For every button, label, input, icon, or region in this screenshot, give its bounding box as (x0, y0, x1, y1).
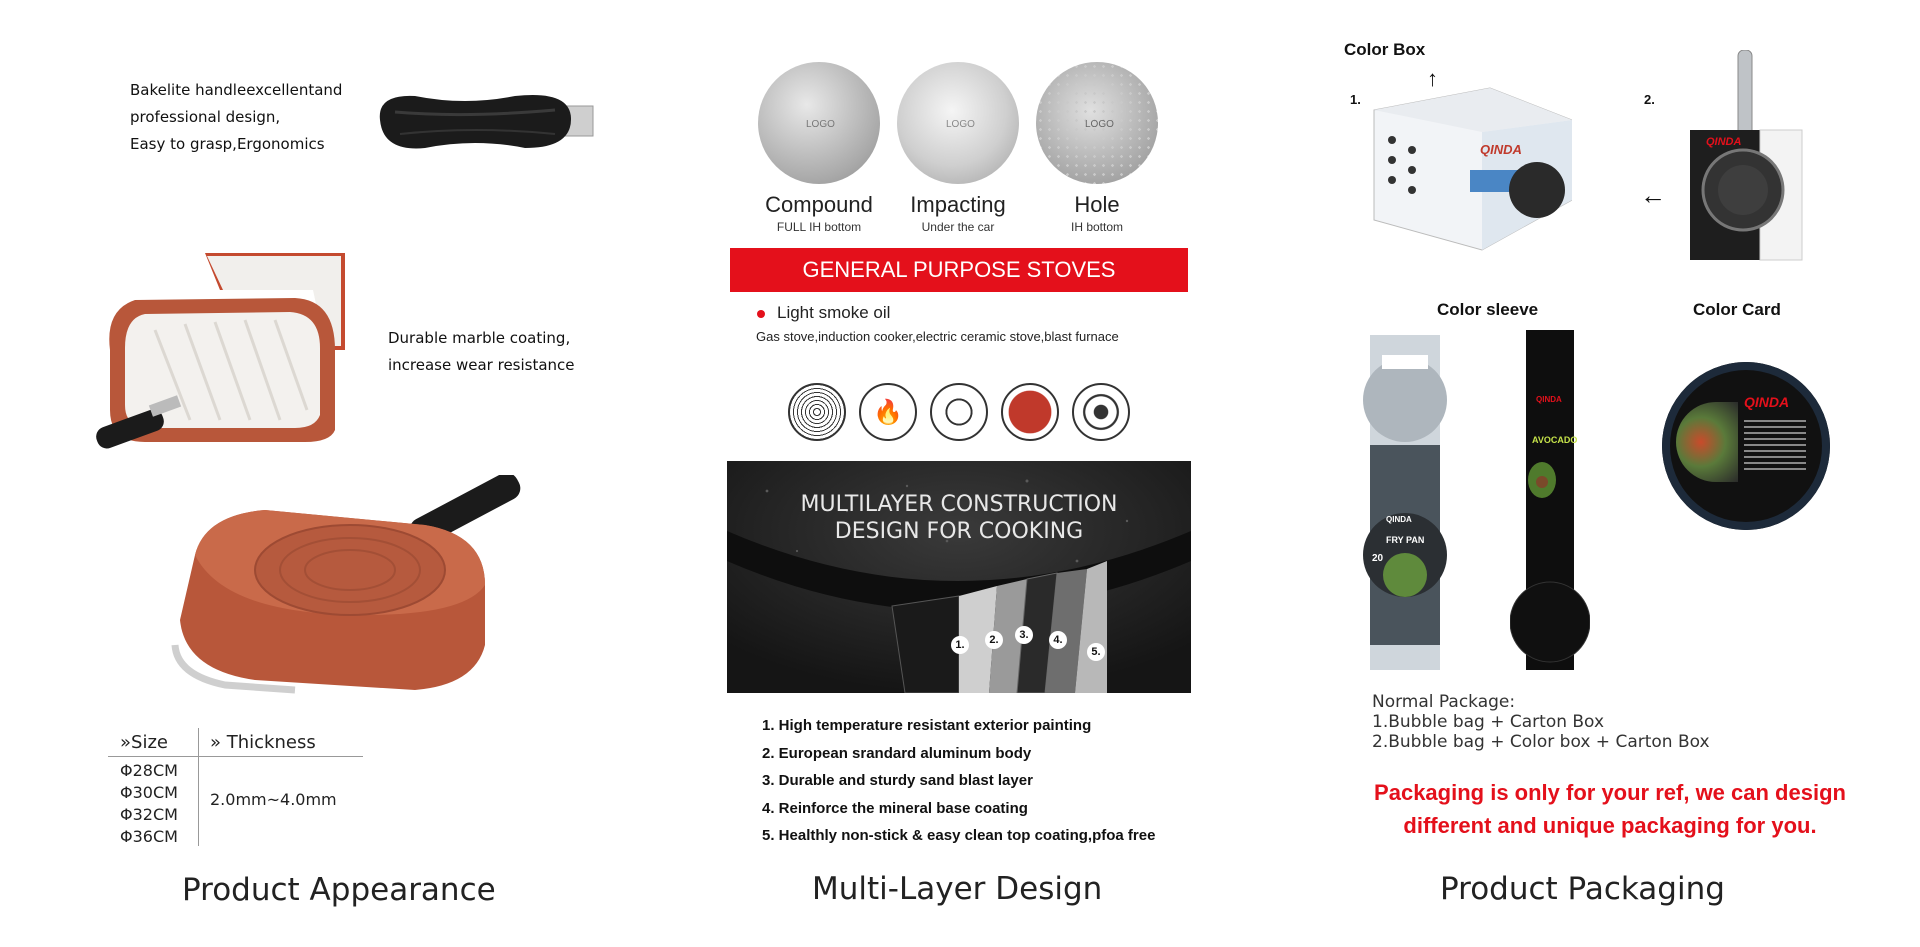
package-number-2: 2. (1644, 92, 1655, 107)
size-badge: 20 (1372, 553, 1384, 564)
disc-label-impacting: Impacting (910, 192, 1006, 217)
general-purpose-stoves-banner: GENERAL PURPOSE STOVES (730, 248, 1188, 292)
gas-burner-icon (930, 383, 988, 441)
color-box-title: Color Box (1344, 40, 1426, 59)
impacting-bottom-disc (897, 62, 1019, 184)
caption-multi-layer-design: Multi-Layer Design (812, 871, 1103, 907)
list-item: 1. High temperature resistant exterior p… (762, 717, 1092, 734)
table-divider-vertical (198, 728, 199, 846)
closed-grill-pan-image (171, 475, 521, 694)
open-grill-pan-image (96, 253, 345, 449)
avocado-label: AVOCADO (1532, 435, 1578, 445)
stoves-list-text: Gas stove,induction cooker,electric cera… (756, 329, 1119, 344)
construction-title: MULTILAYER CONSTRUCTION DESIGN FOR COOKI… (800, 492, 1118, 544)
disc-label-compound: Compound (765, 192, 873, 217)
list-item: 4. Reinforce the mineral base coating (762, 799, 1028, 817)
normal-package-text: Normal Package: 1.Bubble bag + Carton Bo… (1372, 692, 1710, 752)
handle-description: Bakelite handleexcellentand professional… (130, 81, 343, 153)
multilayer-construction-image: MULTILAYER CONSTRUCTION DESIGN FOR COOKI… (727, 461, 1191, 693)
brand-logo: QINDA (1536, 395, 1562, 404)
brand-logo: QINDA (1706, 136, 1742, 148)
package-number-1: 1. (1350, 92, 1361, 107)
size-value: Φ36CM (120, 827, 178, 846)
brand-logo: QINDA (1480, 142, 1522, 157)
hole-bottom-disc (1036, 62, 1158, 184)
size-list: Φ28CM Φ30CM Φ32CM Φ36CM (120, 760, 178, 848)
color-sleeve-title: Color sleeve (1437, 300, 1539, 319)
color-sleeve-image-1: QINDA FRY PAN 20 (1362, 335, 1448, 670)
induction-coil-icon (788, 383, 846, 441)
layer-number-4: 4. (1049, 631, 1067, 649)
layer-number-3: 3. (1015, 626, 1033, 644)
color-sleeve-image-2: QINDA AVOCADO (1509, 330, 1591, 670)
card-text-block (1744, 420, 1806, 474)
list-item: 3. Durable and sturdy sand blast layer (762, 772, 1033, 789)
compound-bottom-disc (758, 62, 880, 184)
layer-number-1: 1. (951, 636, 969, 654)
color-card-image: QINDA (1662, 362, 1830, 530)
arrow-left-icon: ← (1640, 180, 1666, 210)
list-item: 2. European srandard aluminum body (762, 744, 1032, 762)
layer-number-5: 5. (1087, 643, 1105, 661)
size-value: Φ28CM (120, 761, 178, 780)
layer-list: 1. High temperature resistant exterior p… (762, 712, 1155, 850)
thickness-header: » Thickness (210, 732, 316, 753)
disc-label-hole: Hole (1074, 192, 1120, 217)
disc-sub-impacting: Under the car (921, 220, 995, 234)
light-smoke-oil-text: Light smoke oil (777, 303, 891, 322)
disc-logo: LOGO (1085, 119, 1114, 130)
bullet-dot-icon (757, 310, 765, 318)
color-box-with-pan-image: QINDA (1688, 49, 1808, 265)
fry-pan-label: FRY PAN (1386, 535, 1425, 545)
brand-logo: QINDA (1744, 394, 1790, 410)
layer-number-2: 2. (985, 631, 1003, 649)
size-header: »Size (120, 732, 168, 753)
electric-plate-icon (1072, 383, 1130, 441)
disc-logo: LOGO (946, 119, 975, 130)
bakelite-handle-image (379, 94, 594, 149)
brand-logo: QINDA (1386, 515, 1412, 524)
gas-flame-icon: 🔥 (859, 383, 917, 441)
packaging-note: Packaging is only for your ref, we can d… (1374, 780, 1846, 838)
coating-description: Durable marble coating, increase wear re… (388, 329, 575, 374)
color-box-image: QINDA (1372, 80, 1573, 255)
size-thickness-table: »Size » Thickness Φ28CM Φ30CM Φ32CM Φ36C… (108, 728, 363, 846)
size-value: Φ30CM (120, 783, 178, 802)
caption-product-packaging: Product Packaging (1440, 871, 1725, 907)
list-item: 5. Healthly non-stick & easy clean top c… (762, 827, 1156, 844)
disc-sub-compound: FULL IH bottom (776, 220, 862, 234)
disc-logo: LOGO (806, 119, 835, 130)
color-card-title: Color Card (1693, 300, 1781, 319)
thickness-value: 2.0mm~4.0mm (210, 790, 337, 809)
caption-product-appearance: Product Appearance (182, 872, 496, 908)
size-value: Φ32CM (120, 805, 178, 824)
disc-sub-hole: IH bottom (1070, 220, 1124, 234)
arrow-up-icon: ↑ (1427, 66, 1438, 91)
food-photo (1676, 402, 1738, 482)
ceramic-hob-icon (1001, 383, 1059, 441)
table-divider (108, 756, 363, 757)
